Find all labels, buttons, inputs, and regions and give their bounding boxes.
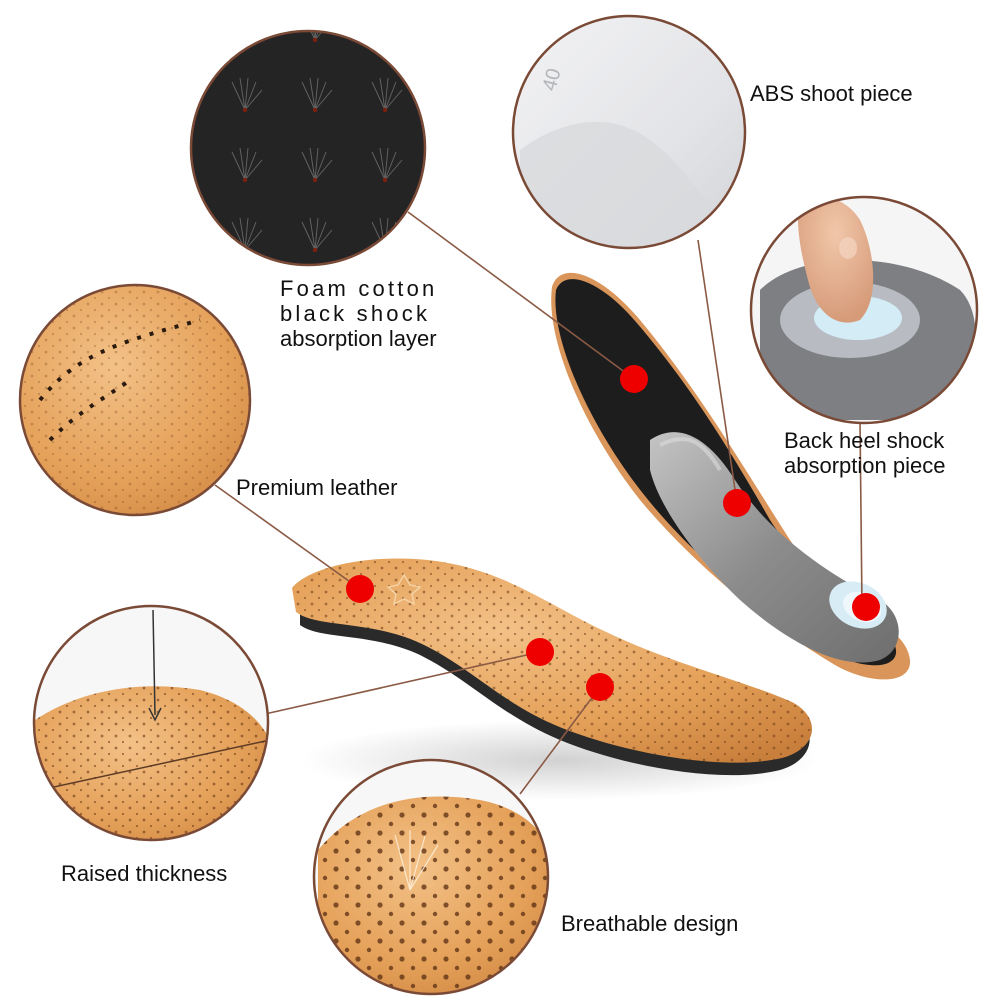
label-abs: ABS shoot piece (750, 81, 913, 106)
marker-breathable (586, 673, 614, 701)
marker-leather (346, 575, 374, 603)
label-heel-line-1: Back heel shock (784, 428, 945, 453)
marker-foam (620, 365, 648, 393)
thickness-detail-circle (32, 604, 270, 842)
label-foam-line-3: absorption layer (280, 326, 437, 351)
label-leather: Premium leather (236, 475, 398, 500)
label-heel-line-2: absorption piece (784, 453, 946, 478)
label-breathable: Breathable design (561, 911, 739, 936)
label-heel: Back heel shock absorption piece (784, 428, 945, 478)
label-foam-line-1: Foam cotton (280, 276, 438, 301)
abs-detail-circle: 40 (511, 14, 747, 250)
label-thickness: Raised thickness (61, 861, 228, 886)
leather-detail-circle (18, 283, 252, 517)
label-foam: Foam cotton black shock absorption layer (280, 276, 437, 351)
leader-lines (214, 211, 863, 795)
feature-markers (346, 365, 880, 701)
breathable-detail-circle (312, 758, 550, 996)
label-foam-line-2: black shock (280, 301, 431, 326)
heel-detail-circle (749, 195, 979, 425)
foam-detail-circle (189, 29, 427, 267)
marker-heel (852, 593, 880, 621)
marker-thickness (526, 638, 554, 666)
marker-abs (723, 489, 751, 517)
